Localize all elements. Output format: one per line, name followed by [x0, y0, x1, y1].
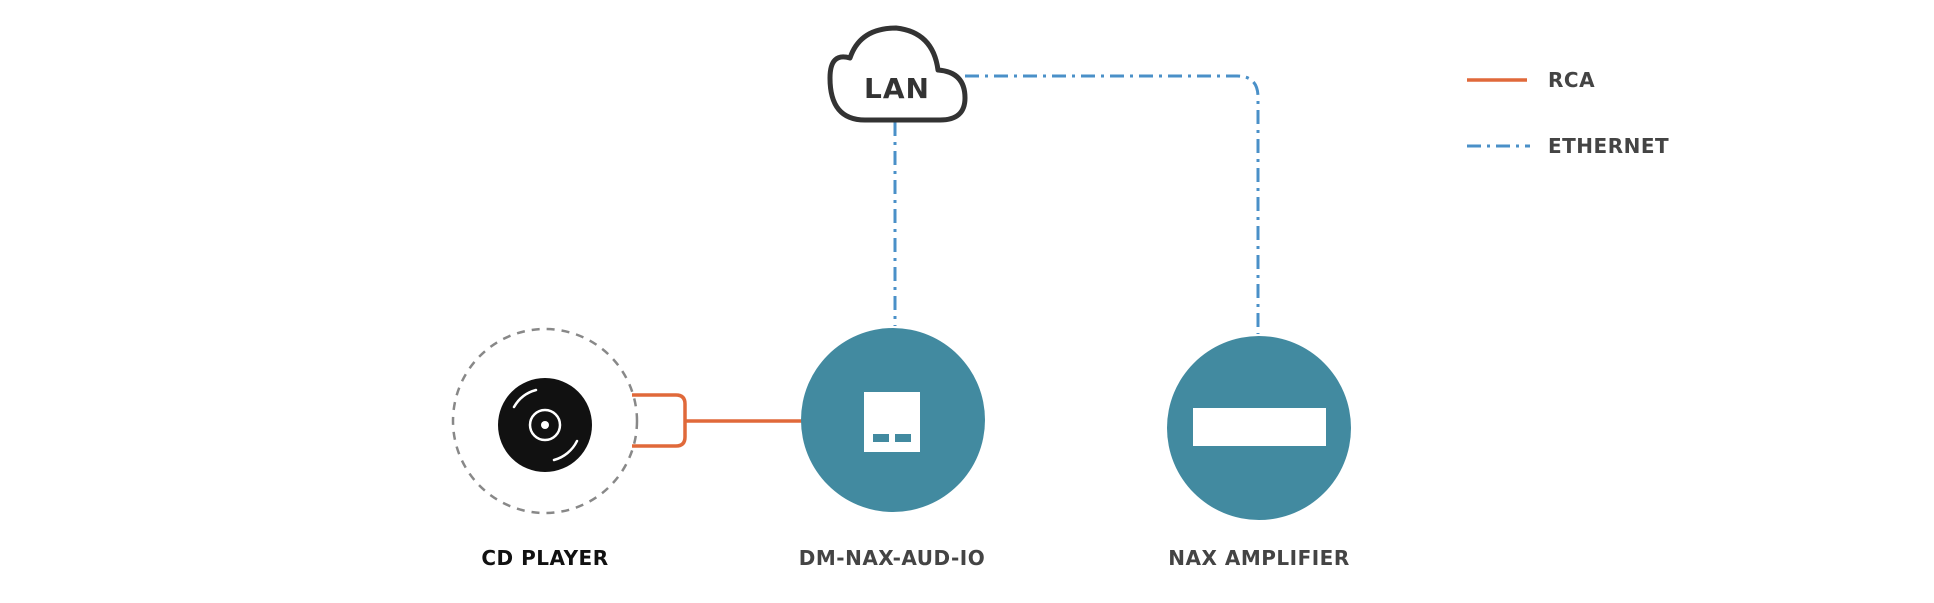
dm-nax-node: DM-NAX-AUD-IO [799, 328, 985, 570]
rca-link [632, 393, 802, 448]
lan-cloud: LAN [827, 25, 968, 123]
ethernet-link-lan-to-nax-amp [965, 74, 1260, 334]
cloud-icon [827, 25, 968, 123]
amplifier-icon [1193, 408, 1326, 446]
cd-player-label: CD PLAYER [481, 546, 608, 570]
legend-label-rca: RCA [1548, 68, 1595, 92]
nax-amp-node: NAX AMPLIFIER [1167, 336, 1351, 570]
cd-player-node: CD PLAYER [451, 327, 639, 570]
ethernet-links [893, 74, 1260, 334]
dm-nax-label: DM-NAX-AUD-IO [799, 546, 985, 570]
lan-label: LAN [864, 72, 930, 105]
nax-amp-label: NAX AMPLIFIER [1168, 546, 1350, 570]
legend-item-rca: RCA [1467, 68, 1595, 92]
audio-io-icon [864, 392, 920, 452]
disc-icon [498, 378, 592, 472]
cd-player-outline [451, 327, 639, 515]
legend: RCA ETHERNET [1467, 68, 1669, 158]
legend-label-ethernet: ETHERNET [1548, 134, 1669, 158]
legend-item-ethernet: ETHERNET [1467, 134, 1669, 158]
